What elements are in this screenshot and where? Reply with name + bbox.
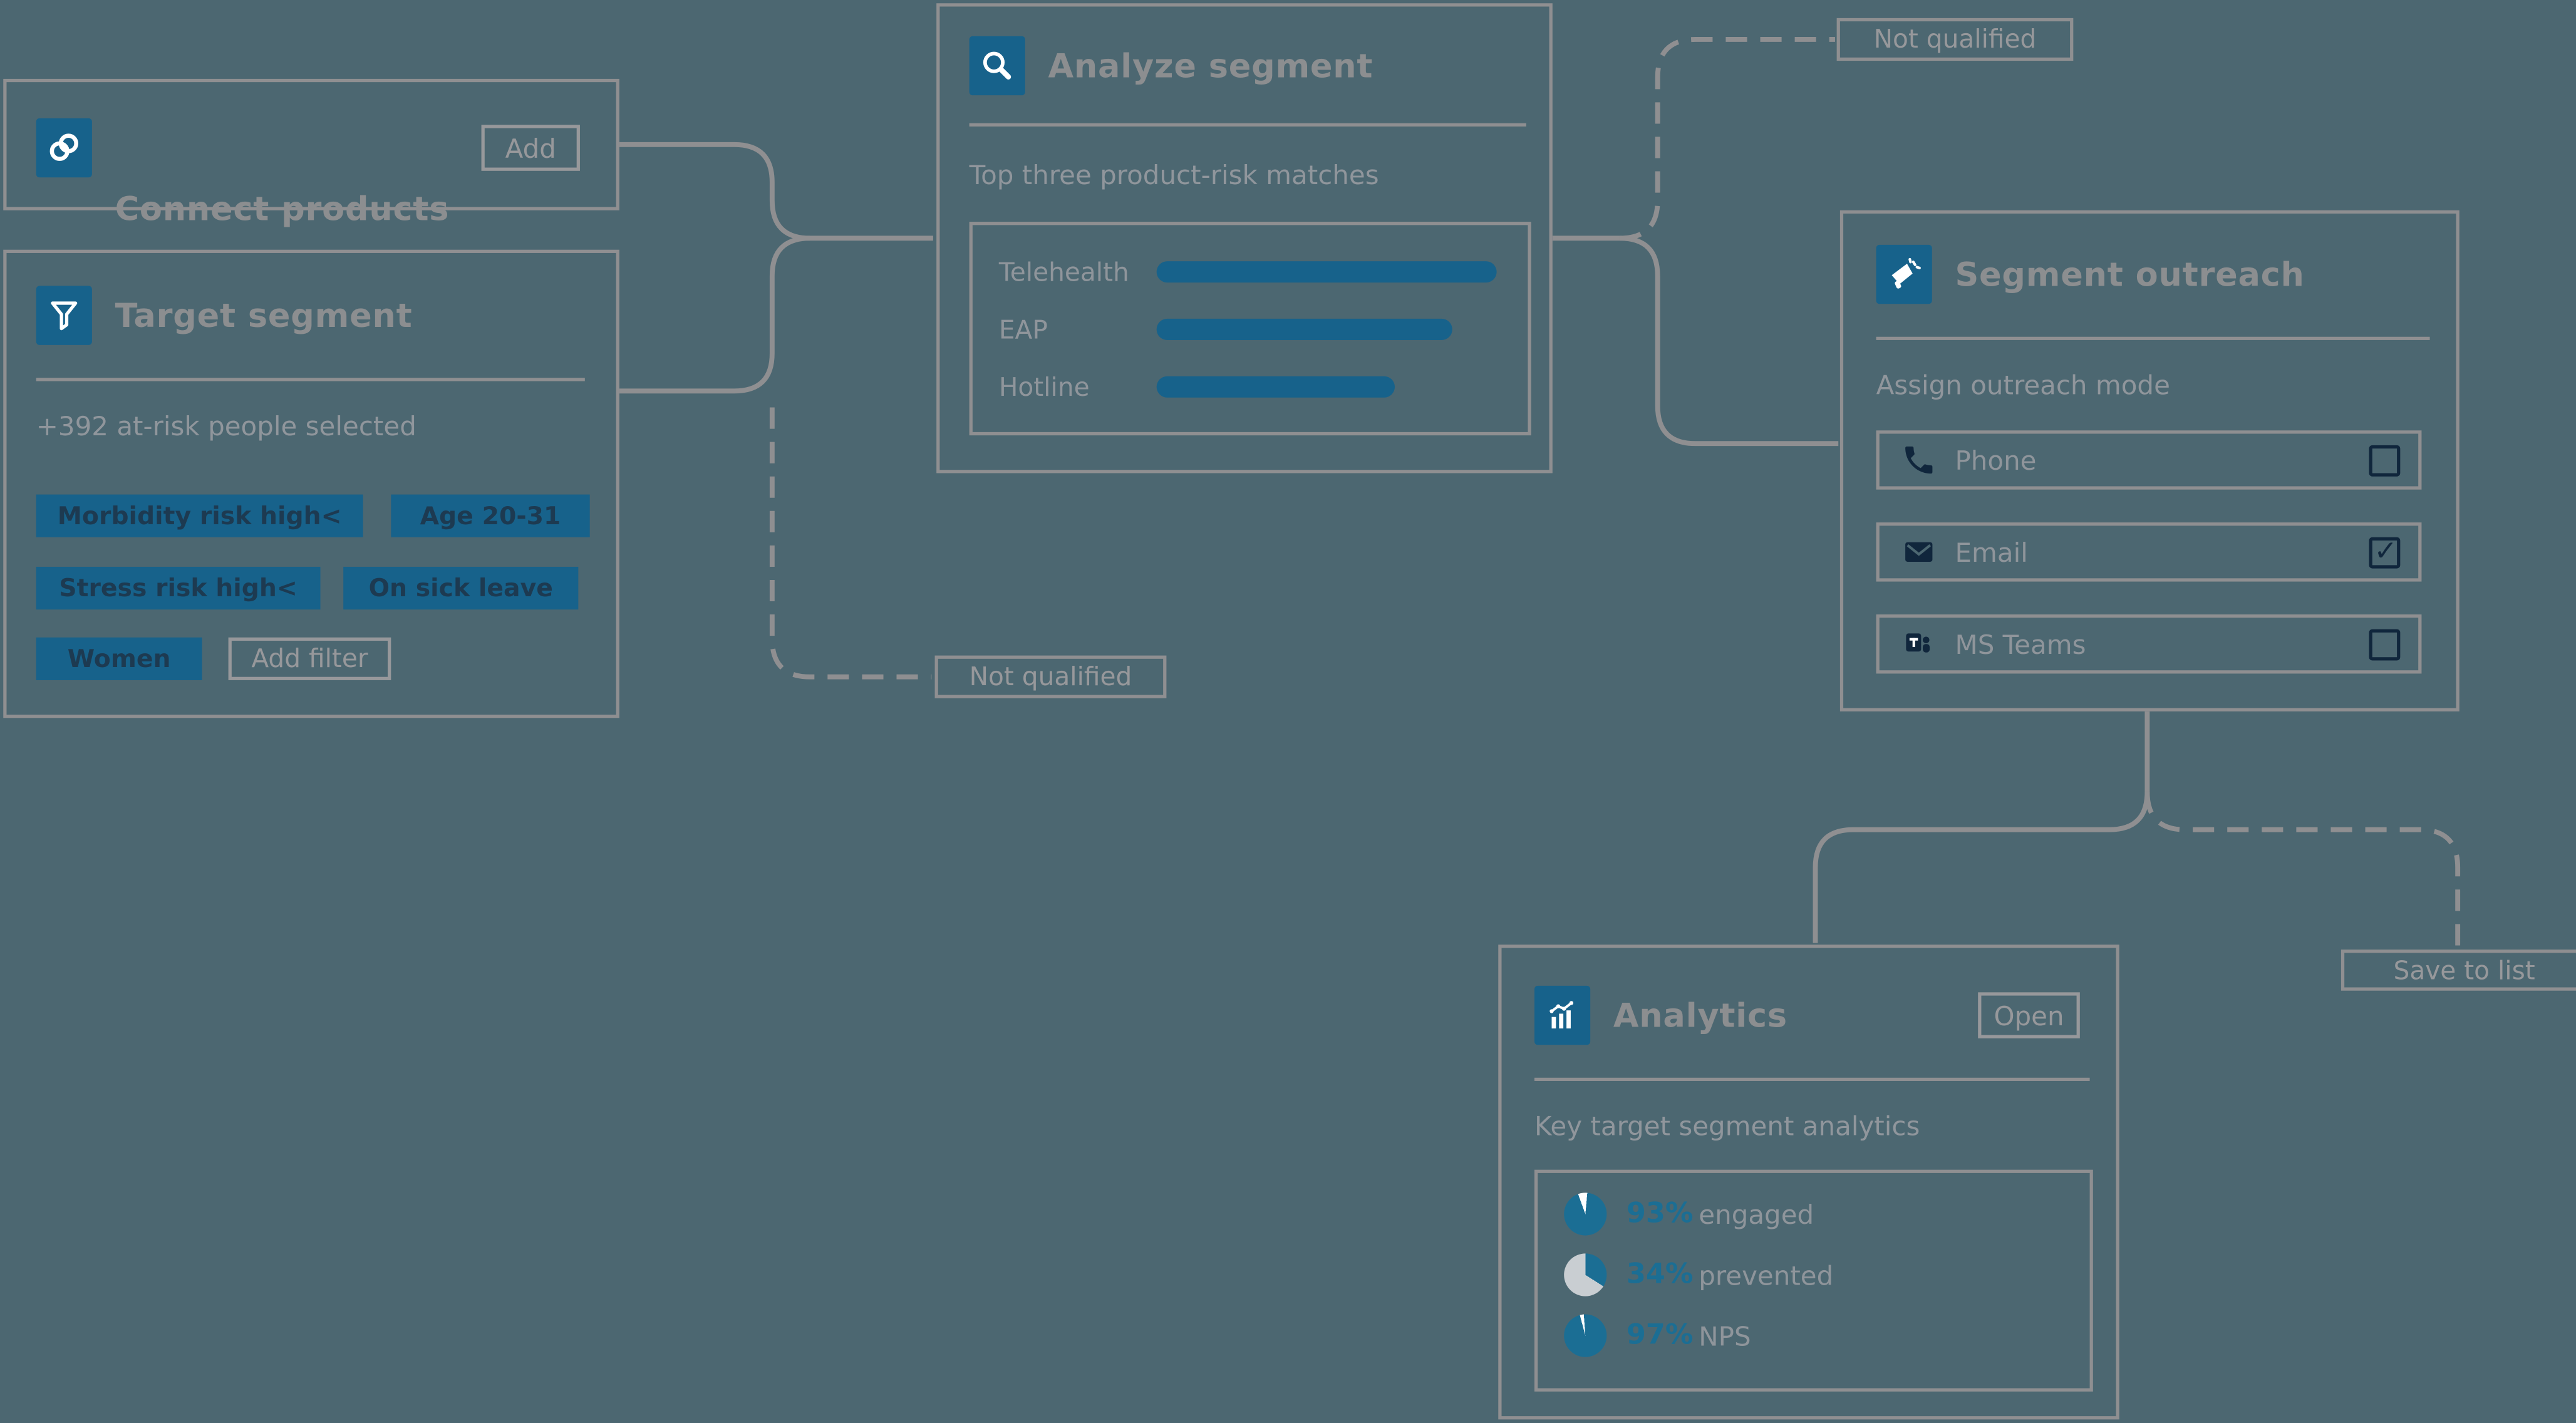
divider [969, 123, 1526, 127]
not-qualified-label-top: Not qualified [1836, 18, 2074, 61]
stat-label: prevented [1699, 1259, 1834, 1291]
add-filter-button[interactable]: Add filter [228, 637, 391, 680]
selected-count-text: +392 at-risk people selected [36, 410, 416, 442]
pie-nps-icon [1564, 1314, 1607, 1357]
analytics-title: Analytics [1613, 995, 1787, 1035]
pie-prevented-icon [1564, 1253, 1607, 1296]
save-to-list-button[interactable]: Save to list [2341, 950, 2576, 991]
megaphone-icon [1876, 244, 1932, 304]
connect-products-card: Connect products Add [3, 78, 619, 229]
analyze-segment-card: Analyze segment Top three product-risk m… [936, 3, 1553, 473]
connect-products-title: Connect products [115, 189, 450, 229]
segment-outreach-title: Segment outreach [1955, 254, 2305, 294]
divider [1534, 1077, 2090, 1081]
connector-target-to-analyze [619, 235, 810, 394]
mode-label: Email [1955, 536, 2028, 568]
email-checkbox[interactable] [2369, 535, 2401, 568]
product-risk-panel: Telehealth EAP Hotline [969, 222, 1531, 436]
analytics-card: Analytics Open Key target segment analyt… [1498, 944, 2119, 1420]
magnifier-icon [969, 36, 1025, 96]
bar-row: Hotline [999, 358, 1528, 416]
mode-row-phone[interactable]: Phone [1876, 430, 2422, 490]
analytics-stats-panel: 93% engaged 34% prevented 97% NPS [1534, 1169, 2093, 1392]
bar-row: Telehealth [999, 243, 1528, 301]
stat-label: NPS [1699, 1320, 1751, 1352]
funnel-icon [36, 286, 92, 345]
bar-eap [1156, 318, 1452, 340]
filter-chip-age[interactable]: Age 20-31 [391, 494, 590, 537]
connector-outreach-to-save [2144, 792, 2461, 948]
email-icon [1899, 532, 1938, 572]
stat-label: engaged [1699, 1198, 1814, 1230]
filter-chip-stress[interactable]: Stress risk high< [36, 566, 321, 610]
filter-chip-women[interactable]: Women [36, 637, 202, 680]
segment-outreach-card: Segment outreach Assign outreach mode Ph… [1839, 210, 2460, 712]
bar-telehealth [1156, 261, 1497, 283]
outreach-subtitle: Assign outreach mode [1876, 370, 2170, 401]
not-qualified-label-middle: Not qualified [934, 655, 1167, 698]
stat-row-prevented: 34% prevented [1564, 1253, 2089, 1296]
phone-icon [1899, 440, 1938, 480]
mode-row-ms-teams[interactable]: MS Teams [1876, 614, 2422, 674]
connector-analyze-to-outreach [1620, 235, 1839, 447]
bar-chart-icon [1534, 985, 1591, 1045]
target-segment-title: Target segment [115, 296, 413, 336]
filter-chip-sick-leave[interactable]: On sick leave [343, 566, 579, 610]
connector-target-to-not-qualified [769, 407, 932, 680]
stat-row-nps: 97% NPS [1564, 1314, 2089, 1357]
connector-outreach-to-analytics [1813, 792, 2150, 943]
filter-chip-morbidity[interactable]: Morbidity risk high< [36, 494, 363, 537]
divider [36, 378, 585, 381]
stat-value: 97% [1626, 1319, 1694, 1352]
phone-checkbox[interactable] [2369, 444, 2401, 476]
stat-value: 93% [1626, 1198, 1694, 1231]
pie-engaged-icon [1564, 1193, 1607, 1236]
bar-label: Telehealth [998, 257, 1129, 287]
stat-value: 34% [1626, 1258, 1694, 1291]
analyze-subtitle: Top three product-risk matches [969, 159, 1379, 191]
bar-label: EAP [998, 314, 1048, 344]
connector-analyze-to-not-qualified [1620, 37, 1835, 241]
bar-hotline [1156, 376, 1395, 398]
ms-teams-checkbox[interactable] [2369, 628, 2401, 660]
analyze-segment-title: Analyze segment [1048, 46, 1373, 86]
mode-row-email[interactable]: Email [1876, 522, 2422, 582]
analytics-subtitle: Key target segment analytics [1534, 1110, 1920, 1142]
connector-connect-to-analyze [619, 142, 933, 241]
mode-label: MS Teams [1955, 628, 2086, 660]
ms-teams-icon [1899, 624, 1938, 664]
stat-row-engaged: 93% engaged [1564, 1193, 2089, 1236]
divider [1876, 336, 2430, 340]
open-button[interactable]: Open [1978, 992, 2080, 1038]
mode-label: Phone [1955, 444, 2037, 476]
bar-label: Hotline [998, 372, 1090, 402]
link-icon [36, 118, 92, 178]
add-button[interactable]: Add [481, 125, 580, 171]
bar-row: EAP [999, 301, 1528, 358]
target-segment-card: Target segment +392 at-risk people selec… [3, 249, 619, 718]
